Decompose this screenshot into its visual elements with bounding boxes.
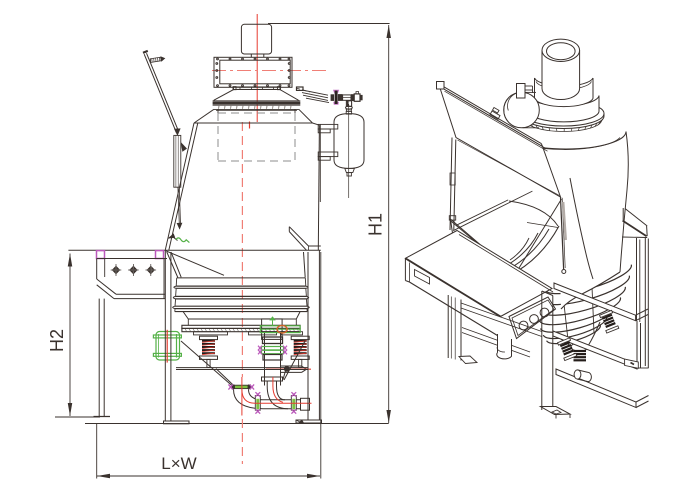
svg-text:L×W: L×W	[161, 454, 196, 473]
svg-text:H2: H2	[47, 329, 67, 352]
svg-text:H1: H1	[366, 213, 386, 236]
